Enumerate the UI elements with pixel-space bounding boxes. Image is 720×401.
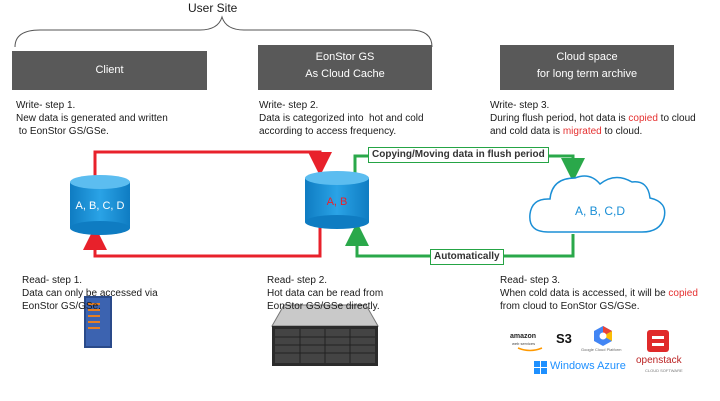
read-step-1-line1: Data can only be accessed via — [22, 288, 158, 299]
client-db-label: A, B, C, D — [75, 200, 125, 212]
write-step-2-line1: Data is categorized into hot and cold — [259, 113, 424, 124]
write3-text-a: During flush period, hot data is — [490, 113, 629, 124]
eonstor-header: EonStor GS As Cloud Cache — [258, 45, 432, 90]
client-header-title: Client — [95, 64, 124, 76]
read-step-2-line1: Hot data can be read from — [267, 288, 384, 299]
openstack-text: openstack — [636, 355, 682, 366]
write3-text-f: to cloud. — [601, 126, 643, 137]
write-step-3-line2: and cold data is migrated to cloud. — [490, 125, 696, 138]
google-cloud-icon — [594, 326, 612, 346]
read-step-2-title: Read- step 2. — [267, 275, 328, 286]
read-step-2: Read- step 2. Hot data can be read from … — [267, 274, 383, 313]
write3-migrated: migrated — [562, 126, 602, 137]
eonstor-header-line1: EonStor GS — [315, 51, 375, 63]
write-step-2: Write- step 2. Data is categorized into … — [259, 99, 424, 138]
write-step-2-title: Write- step 2. — [259, 100, 319, 111]
read3-copied: copied — [668, 288, 698, 299]
write-step-1-line2: to EonStor GS/GSe. — [16, 126, 109, 137]
flush-label: Copying/Moving data in flush period — [368, 147, 549, 163]
aws-logo-text: web services — [512, 341, 536, 346]
read-step-3-line1: When cold data is accessed, it will be c… — [500, 287, 698, 300]
read-step-2-line2: EonStor GS/GSe directly. — [267, 301, 380, 312]
windows-azure-text: Windows Azure — [550, 360, 626, 372]
write3-copied: copied — [628, 113, 658, 124]
write-step-3: Write- step 3. During flush period, hot … — [490, 99, 696, 138]
user-site-brace — [14, 15, 433, 48]
read-step-1-title: Read- step 1. — [22, 275, 83, 286]
read3-text-a: When cold data is accessed, it will be — [500, 288, 669, 299]
openstack-sub-text: CLOUD SOFTWARE — [645, 368, 683, 373]
eonstor-rack-icon — [271, 304, 379, 366]
client-header: Client — [12, 51, 207, 90]
google-cloud-text: Google Cloud Platform — [581, 347, 622, 352]
user-site-label: User Site — [188, 1, 238, 15]
amazon-smile-icon — [517, 347, 543, 352]
cloud-label: A, B, C,D — [574, 204, 625, 218]
amazon-logo-text: amazon — [510, 333, 536, 340]
write-step-3-title: Write- step 3. — [490, 100, 550, 111]
openstack-icon — [647, 330, 669, 352]
cache-db-label: A, B — [326, 196, 348, 208]
cloud-header: Cloud space for long term archive — [500, 45, 674, 90]
amazon-word: amazon — [510, 333, 537, 340]
write-step-3-line1: During flush period, hot data is copied … — [490, 112, 696, 125]
write3-text-c: to cloud — [657, 113, 696, 124]
read-step-3-line2: from cloud to EonStor GS/GSe. — [500, 301, 640, 312]
read-step-1-line2: EonStor GS/GSe. — [22, 301, 101, 312]
eonstor-header-line2: As Cloud Cache — [305, 68, 385, 80]
write-step-1-title: Write- step 1. — [16, 100, 76, 111]
windows-icon — [534, 361, 547, 374]
cloud-icon — [529, 175, 666, 233]
write-step-1: Write- step 1. New data is generated and… — [16, 99, 168, 138]
client-database-icon — [70, 175, 130, 235]
read-step-3-title: Read- step 3. — [500, 275, 561, 286]
read-step-3: Read- step 3. When cold data is accessed… — [500, 274, 698, 313]
s3-logo-text: S3 — [556, 331, 572, 346]
write-step-2-line2: according to access frequency. — [259, 126, 397, 137]
write-step-1-line1: New data is generated and written — [16, 113, 168, 124]
cloud-header-line2: for long term archive — [536, 68, 638, 80]
write3-text-d: and cold data is — [490, 126, 563, 137]
read-arrow-bottom — [83, 224, 322, 258]
cache-database-icon — [305, 171, 369, 229]
cloud-header-line1: Cloud space — [556, 51, 618, 63]
read-step-1: Read- step 1. Data can only be accessed … — [22, 274, 158, 313]
write-arrow-top — [93, 150, 332, 178]
client-server-icon — [84, 296, 112, 348]
auto-label: Automatically — [430, 249, 504, 265]
